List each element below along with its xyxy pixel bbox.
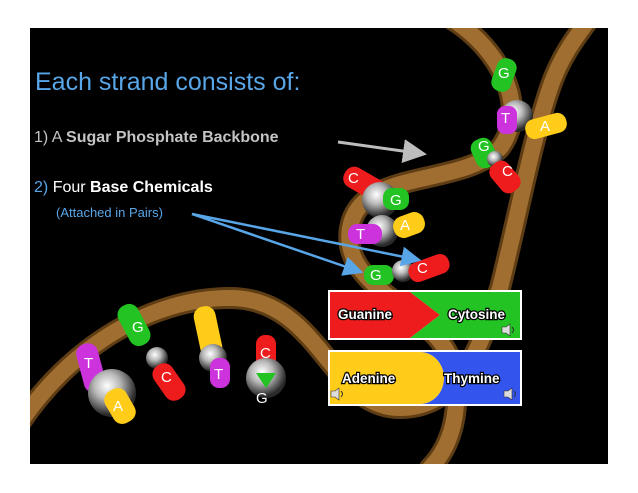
key-thymine-label: Thymine [444,371,500,386]
speaker-icon[interactable] [330,387,343,401]
dna-diagram: G T A G C C G T A G C T A G [30,28,597,464]
item-number: 2) [34,179,49,196]
base-label-T6: T [84,355,93,372]
key-adenine-thymine: Adenine Thymine [328,350,522,406]
key-guanine-shape [330,292,440,338]
base-label-G3: G [390,192,402,209]
backbone-pointer-arrow [337,139,427,163]
base-cytosine [489,160,521,194]
base-label-A4: A [400,217,410,234]
item-number: 1) [34,129,49,146]
key-cytosine-label: Cytosine [448,307,506,322]
key-guanine-label: Guanine [338,307,392,322]
base-guanine [364,265,394,285]
speaker-icon[interactable] [503,387,516,401]
base-thymine [210,358,230,388]
base-guanine [383,188,409,210]
key-guanine-cytosine: Guanine Cytosine [328,290,522,340]
base-label-T8: T [214,366,223,383]
base-thymine [348,224,382,244]
item-prefix: A [51,129,62,146]
key-cytosine-shape [410,292,520,338]
base-label-G9: G [256,390,268,407]
base-label-G5: G [370,267,382,284]
base-pointer-arrow-2 [191,212,422,267]
base-label-T1: T [501,110,510,127]
base-label-T4: T [356,226,365,243]
item-prefix: Four [52,179,86,196]
base-label-G7: G [132,319,144,336]
base-label-A1: A [540,118,550,135]
item-bold-text: Sugar Phosphate Backbone [66,129,279,146]
base-adenine [104,388,136,424]
base-label-G2: G [478,138,490,155]
base-label-A6: A [113,398,123,415]
slide-title: Each strand consists of: [35,68,301,96]
base-label-C7: C [161,369,172,386]
base-label-G1: G [498,65,510,82]
list-item-bases: 2) Four Base Chemicals [34,179,213,197]
item-note: (Attached in Pairs) [56,205,163,220]
speaker-icon[interactable] [501,323,514,337]
base-adenine [393,212,425,238]
base-pairs: G T A G C C G T A G C T A G [76,58,567,424]
item-bold-text: Base Chemicals [90,179,213,196]
key-adenine-label: Adenine [342,371,396,386]
base-label-C9: C [260,345,271,362]
key-thymine-shape [420,352,520,404]
base-label-C2: C [502,163,513,180]
base-thymine [497,106,517,134]
base-guanine [256,373,276,388]
base-cytosine [408,253,450,283]
base-cytosine [152,363,186,401]
base-guanine [117,303,151,347]
key-adenine-shape [330,352,444,404]
slide: G T A G C C G T A G C T A G [30,28,608,464]
base-label-C3: C [348,170,359,187]
list-item-backbone: 1) A Sugar Phosphate Backbone [34,129,279,147]
base-label-C5: C [417,260,428,277]
base-adenine [525,112,567,140]
base-pointer-arrow-1 [191,212,364,276]
base-guanine [491,58,517,92]
